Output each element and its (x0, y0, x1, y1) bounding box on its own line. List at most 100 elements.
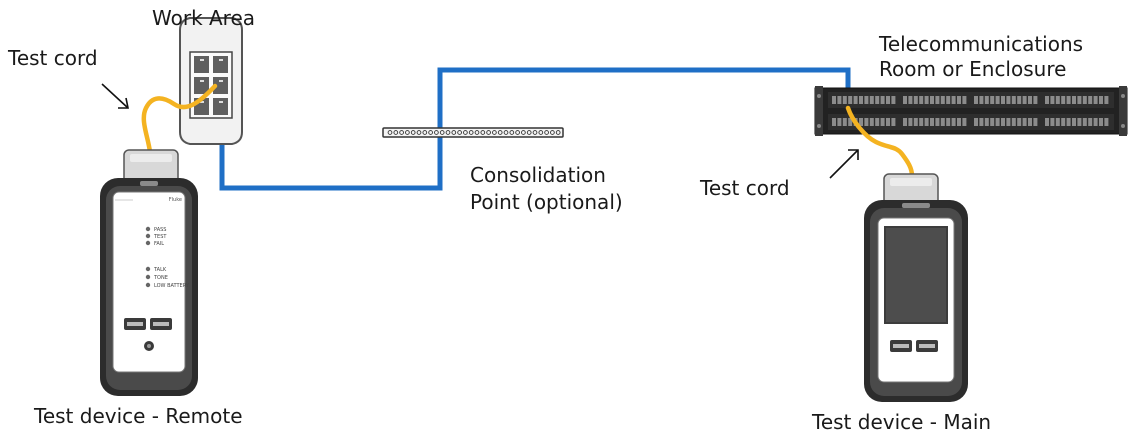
patch-port (935, 96, 940, 104)
consolidation-port (399, 130, 404, 135)
patch-port (1072, 96, 1076, 104)
wall-outlet (179, 17, 243, 145)
patch-port (1077, 118, 1082, 126)
remote-device-label: Test device - Remote (34, 404, 243, 428)
consolidation-port (393, 130, 399, 135)
consolidation-port (497, 130, 503, 135)
led-label-low-battery: LOW BATTERY (154, 283, 190, 289)
patch-port (1006, 96, 1011, 104)
consolidation-point-label-line2: Point (optional) (470, 190, 623, 214)
patch-port (974, 118, 978, 126)
consolidation-port (480, 130, 486, 135)
led-label-tone: TONE (153, 275, 168, 281)
led-label-pass: PASS (154, 227, 166, 233)
patch-port (1017, 118, 1022, 126)
patch-port (957, 118, 961, 126)
patch-port (913, 118, 918, 126)
patch-port (1055, 96, 1060, 104)
patch-port (935, 118, 940, 126)
patch-port (880, 96, 885, 104)
consolidation-port (416, 130, 422, 135)
patch-port (1028, 96, 1032, 104)
patch-port (1088, 118, 1093, 126)
consolidation-port (555, 130, 561, 135)
arrow-right (829, 149, 859, 179)
consolidation-port (532, 130, 538, 135)
patch-port (990, 96, 995, 104)
patch-port (1082, 96, 1087, 104)
patch-port (1088, 96, 1093, 104)
patch-port (848, 96, 853, 104)
consolidation-port (439, 130, 445, 135)
test-cord-label-left: Test cord (8, 46, 98, 70)
patch-port (903, 96, 907, 104)
patch-port (984, 96, 989, 104)
patch-port (974, 96, 978, 104)
patch-port (864, 118, 869, 126)
patch-port (1017, 96, 1022, 104)
patch-port (869, 118, 874, 126)
patch-port (951, 96, 956, 104)
patch-port (930, 118, 934, 126)
patch-port (886, 118, 890, 126)
consolidation-port (515, 130, 520, 135)
consolidation-port (387, 130, 393, 135)
patch-port (1033, 96, 1038, 104)
patch-port (995, 96, 1000, 104)
patch-port (990, 118, 995, 126)
patch-port (1104, 96, 1109, 104)
work-area-label: Work Area (152, 6, 256, 30)
patch-port (1055, 118, 1060, 126)
patch-port (1001, 118, 1005, 126)
patch-port (1061, 96, 1066, 104)
patch-port (880, 118, 885, 126)
telecom-room-label-line2: Room or Enclosure (879, 57, 1067, 81)
patch-port (875, 118, 880, 126)
consolidation-port (463, 130, 468, 135)
patch-port (984, 118, 989, 126)
patch-port (946, 118, 951, 126)
led-label-fail: FAIL (154, 241, 164, 247)
patch-port (1082, 118, 1087, 126)
patch-port (908, 96, 913, 104)
consolidation-port (410, 130, 416, 135)
patch-port (1099, 118, 1103, 126)
telecom-room-label-line1: Telecommunications (879, 32, 1084, 56)
patch-port (859, 118, 863, 126)
test-cord-left (141, 83, 218, 155)
patch-port (1093, 118, 1098, 126)
consolidation-port (521, 130, 526, 135)
patch-port (891, 96, 896, 104)
consolidation-point-label-line1: Consolidation (470, 163, 606, 187)
patch-port (853, 96, 858, 104)
patch-port (913, 96, 918, 104)
patch-port (1061, 118, 1066, 126)
patch-port (1050, 96, 1055, 104)
remote-test-device: Fluke PASS TEST FAIL TALK TONE LOW BATTE… (100, 149, 198, 396)
patch-port (1022, 96, 1027, 104)
consolidation-port (486, 130, 491, 135)
patch-port (919, 96, 924, 104)
patch-port (979, 96, 984, 104)
patch-port (903, 118, 907, 126)
consolidation-port (474, 130, 480, 135)
patch-port (1006, 118, 1011, 126)
patch-port (957, 96, 961, 104)
consolidation-port (457, 130, 462, 135)
patch-port (1022, 118, 1027, 126)
consolidation-port (550, 130, 555, 135)
consolidation-port (434, 130, 439, 135)
consolidation-port (428, 130, 433, 135)
patch-panel (814, 86, 1128, 136)
consolidation-port (544, 130, 549, 135)
patch-port (1033, 118, 1038, 126)
consolidation-port (509, 130, 515, 135)
patch-port (995, 118, 1000, 126)
patch-port (1011, 96, 1016, 104)
patch-port (837, 118, 842, 126)
consolidation-port (538, 130, 544, 135)
patch-port (848, 118, 853, 126)
consolidation-port (503, 130, 509, 135)
patch-port (859, 96, 863, 104)
